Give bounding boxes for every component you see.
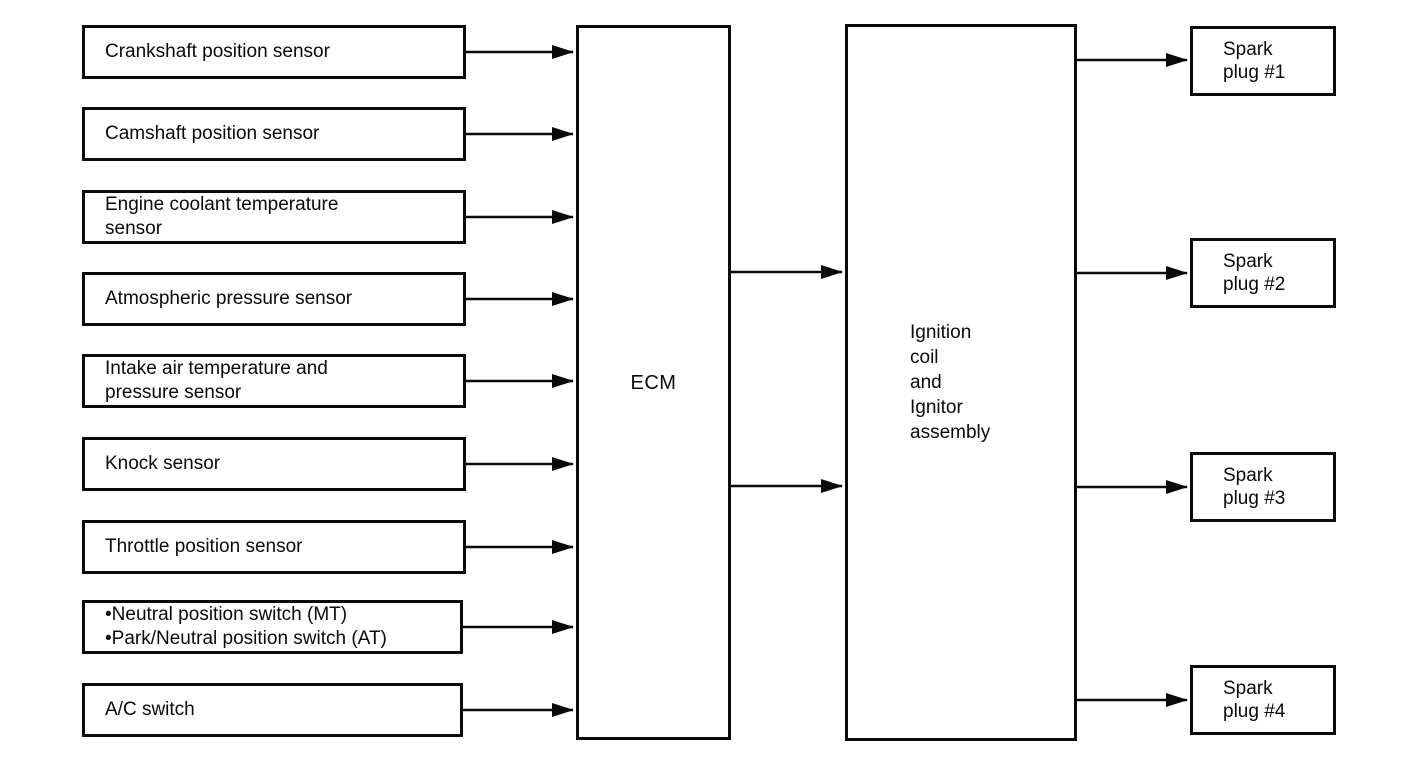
box-label-line: Knock sensor (105, 453, 221, 474)
box-label-line: and (910, 372, 942, 393)
box-label-line: assembly (910, 422, 991, 443)
input-box-throttle-position-sensor: Throttle position sensor (82, 520, 466, 574)
box-label-line: Engine coolant temperature (105, 194, 339, 215)
box-label-line: Intake air temperature and (105, 358, 328, 379)
spark-plug-2-box: Spark plug #2 (1190, 238, 1336, 308)
input-box-atmospheric-pressure-sensor: Atmospheric pressure sensor (82, 272, 466, 326)
spark-plug-4-box: Spark plug #4 (1190, 665, 1336, 735)
box-label-line: Atmospheric pressure sensor (105, 288, 353, 309)
input-box-knock-sensor: Knock sensor (82, 437, 466, 491)
ecm-box: ECM (576, 25, 731, 740)
box-label-line: Crankshaft position sensor (105, 41, 330, 62)
box-label-line: sensor (105, 218, 163, 239)
box-label-line: Spark (1223, 678, 1273, 699)
ignition-coil-ignitor-assembly-box: Ignition coil and Ignitor assembly (845, 24, 1077, 741)
input-box-neutral-park-position-switch: •Neutral position switch (MT) •Park/Neut… (82, 600, 463, 654)
box-label-line: Ignitor (910, 397, 963, 418)
input-box-ac-switch: A/C switch (82, 683, 463, 737)
box-label-line: Throttle position sensor (105, 536, 303, 557)
box-label-line: plug #4 (1223, 701, 1286, 722)
input-box-intake-air-temperature-pressure-sensor: Intake air temperature and pressure sens… (82, 354, 466, 408)
box-label-line: •Neutral position switch (MT) (105, 604, 348, 625)
box-label-line: A/C switch (105, 699, 195, 720)
box-label-line: Camshaft position sensor (105, 123, 320, 144)
spark-plug-3-box: Spark plug #3 (1190, 452, 1336, 522)
box-label-line: pressure sensor (105, 382, 242, 403)
box-label-line: coil (910, 347, 939, 368)
input-box-engine-coolant-temperature-sensor: Engine coolant temperature sensor (82, 190, 466, 244)
box-label-line: Spark (1223, 251, 1273, 272)
box-label-line: Spark (1223, 39, 1273, 60)
input-box-crankshaft-position-sensor: Crankshaft position sensor (82, 25, 466, 79)
box-label-line: ECM (630, 371, 677, 394)
box-label-line: plug #1 (1223, 62, 1286, 83)
box-label-line: plug #2 (1223, 274, 1286, 295)
input-box-camshaft-position-sensor: Camshaft position sensor (82, 107, 466, 161)
box-label-line: Spark (1223, 465, 1273, 486)
box-label-line: Ignition (910, 322, 972, 343)
spark-plug-1-box: Spark plug #1 (1190, 26, 1336, 96)
box-label-line: •Park/Neutral position switch (AT) (105, 628, 387, 649)
box-label-line: plug #3 (1223, 488, 1286, 509)
